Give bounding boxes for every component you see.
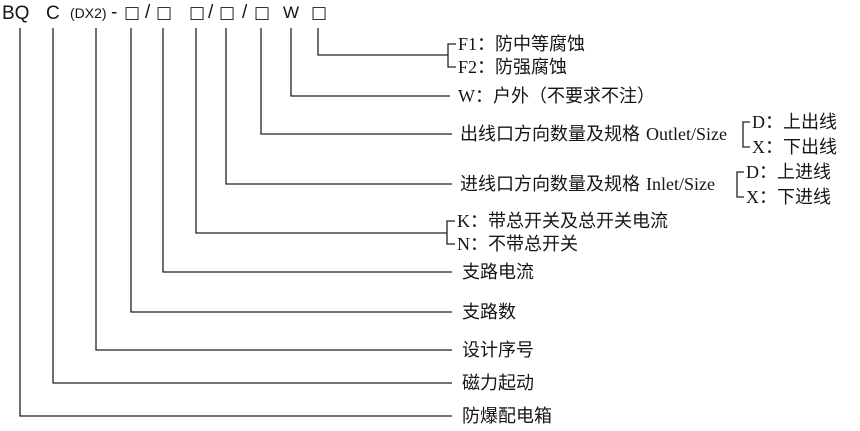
- option-outlet-x-key: X: [752, 137, 765, 157]
- option-outdoor-key: W: [458, 86, 475, 106]
- option-k-key: K: [457, 211, 470, 231]
- option-outlet-x-desc: ：下出线: [765, 137, 837, 158]
- inlet-label-cn: 进线口方向数量及规格: [460, 174, 640, 195]
- code-box-4: □: [219, 3, 235, 23]
- option-k: K：带总开关及总开关电流: [457, 211, 668, 232]
- option-inlet-x-desc: ：下进线: [759, 187, 831, 208]
- code-slash-2: /: [208, 2, 214, 23]
- leader-line-branch-count: [130, 28, 452, 313]
- option-outdoor-desc: ：户外（不要求不注）: [475, 86, 655, 107]
- leader-lines: [19, 28, 750, 417]
- label-magnetic-start: 磁力起动: [462, 373, 534, 394]
- code-box-6: □: [311, 3, 327, 23]
- option-f1-key: F1: [458, 34, 477, 54]
- leader-line-main-switch: [195, 28, 447, 234]
- label-branch-count: 支路数: [462, 302, 516, 323]
- option-inlet-x-key: X: [746, 187, 759, 207]
- option-n: N：不带总开关: [457, 234, 578, 255]
- option-f2: F2：防强腐蚀: [458, 57, 567, 78]
- leader-line-outlet: [260, 28, 452, 135]
- code-dash: -: [111, 2, 117, 23]
- label-design-no: 设计序号: [462, 340, 534, 361]
- code-box-1: □: [124, 3, 140, 23]
- code-outdoor: W: [283, 3, 299, 22]
- code-series: BQ: [2, 3, 29, 24]
- code-box-5: □: [254, 3, 270, 23]
- label-explosion-proof-box: 防爆配电箱: [462, 406, 552, 427]
- outlet-label: 出线口方向数量及规格 Outlet/Size: [460, 124, 727, 145]
- model-code: BQ C (DX2) - □ / □ □ / □ / □ W □: [2, 2, 327, 24]
- inlet-label: 进线口方向数量及规格 Inlet/Size: [460, 174, 715, 195]
- leader-line-inlet: [225, 28, 452, 185]
- option-outlet-d-desc: ：上出线: [765, 112, 837, 133]
- option-f1-desc: ：防中等腐蚀: [477, 34, 585, 55]
- option-outlet-x: X：下出线: [752, 137, 837, 158]
- leader-line-design-no: [95, 28, 452, 351]
- code-start: C: [46, 3, 60, 24]
- code-box-3: □: [189, 3, 205, 23]
- option-k-desc: ：带总开关及总开关电流: [470, 211, 668, 232]
- option-n-key: N: [457, 234, 470, 254]
- outlet-label-cn: 出线口方向数量及规格: [460, 124, 640, 145]
- code-box-2: □: [156, 3, 172, 23]
- bracket-outlet: [742, 121, 750, 148]
- outlet-label-en: Outlet/Size: [646, 124, 727, 144]
- bracket-inlet: [736, 171, 744, 198]
- leader-line-magnetic-start: [52, 28, 452, 384]
- option-outlet-d: D：上出线: [752, 112, 837, 133]
- leader-line-outdoor: [290, 28, 450, 97]
- option-n-desc: ：不带总开关: [470, 234, 578, 255]
- label-branch-current: 支路电流: [462, 262, 534, 283]
- option-f2-key: F2: [458, 57, 477, 77]
- code-design: (DX2): [70, 5, 107, 21]
- option-inlet-x: X：下进线: [746, 187, 831, 208]
- bracket-corrosion: [447, 43, 456, 68]
- option-inlet-d-desc: ：上进线: [759, 162, 831, 183]
- leader-line-explosion-proof: [19, 28, 452, 417]
- leader-line-corrosion: [317, 28, 448, 56]
- option-outlet-d-key: D: [752, 112, 765, 132]
- option-f2-desc: ：防强腐蚀: [477, 57, 567, 78]
- bracket-main-switch: [446, 220, 455, 245]
- code-slash-1: /: [145, 2, 151, 23]
- option-inlet-d-key: D: [746, 162, 759, 182]
- option-inlet-d: D：上进线: [746, 162, 831, 183]
- leader-line-branch-current: [162, 28, 452, 273]
- option-outdoor: W：户外（不要求不注）: [458, 86, 655, 107]
- inlet-label-en: Inlet/Size: [646, 174, 715, 194]
- code-slash-3: /: [242, 2, 248, 23]
- option-f1: F1：防中等腐蚀: [458, 34, 585, 55]
